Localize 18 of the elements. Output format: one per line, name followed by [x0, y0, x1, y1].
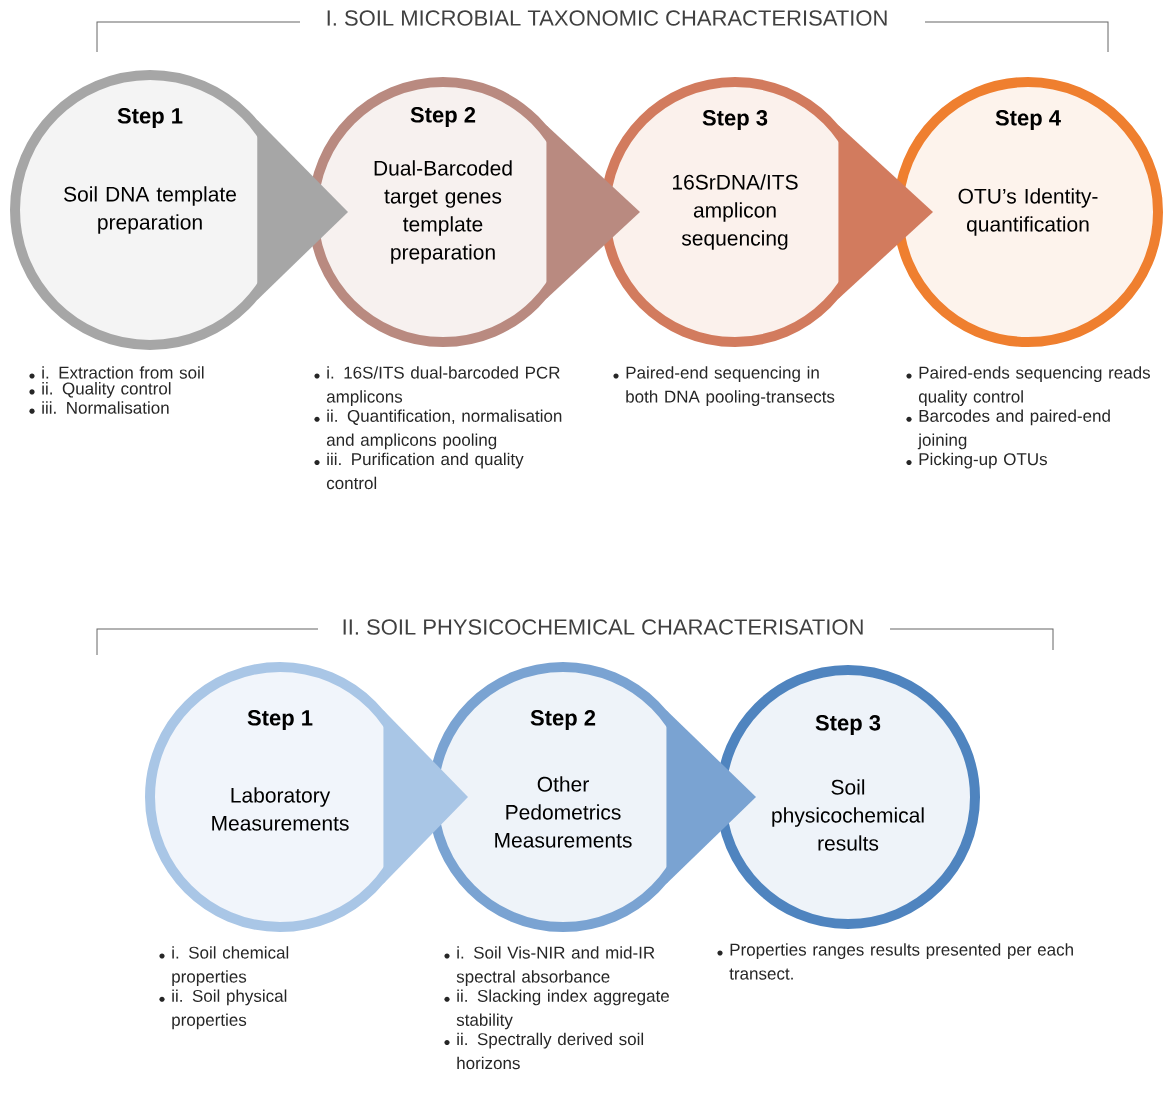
- bullet-item: Properties ranges results presented per each transect.: [717, 943, 1073, 980]
- bullet-item: Paired-ends sequencing reads quality control: [906, 366, 1150, 407]
- bullet-item: Paired-end sequencing in both DNA pooling-transects: [613, 366, 835, 407]
- bullet-item: ii. Spectrally derived soil horizons: [444, 1032, 644, 1070]
- arrow: [838, 125, 933, 299]
- arrow: [383, 710, 468, 884]
- section-title: I. SOIL MICROBIAL TAXONOMIC CHARACTERISATION: [327, 10, 887, 26]
- bullet-item: iii. Normalisation: [29, 401, 169, 414]
- bullet-item: ii. Quality control: [29, 382, 171, 398]
- section-title: II. SOIL PHYSICOCHEMICAL CHARACTERISATION: [343, 619, 863, 635]
- bullet-item: Barcodes and paired-end joining: [906, 409, 1110, 450]
- arrow: [257, 120, 348, 300]
- arrow: [666, 710, 756, 884]
- bullet-item: iii. Purification and quality control: [314, 452, 524, 490]
- bullet-item: Picking-up OTUs: [906, 452, 1047, 469]
- bullet-item: ii. Soil physical properties: [159, 989, 287, 1030]
- arrow: [546, 125, 640, 299]
- bullet-item: i. Extraction from soil: [29, 366, 204, 379]
